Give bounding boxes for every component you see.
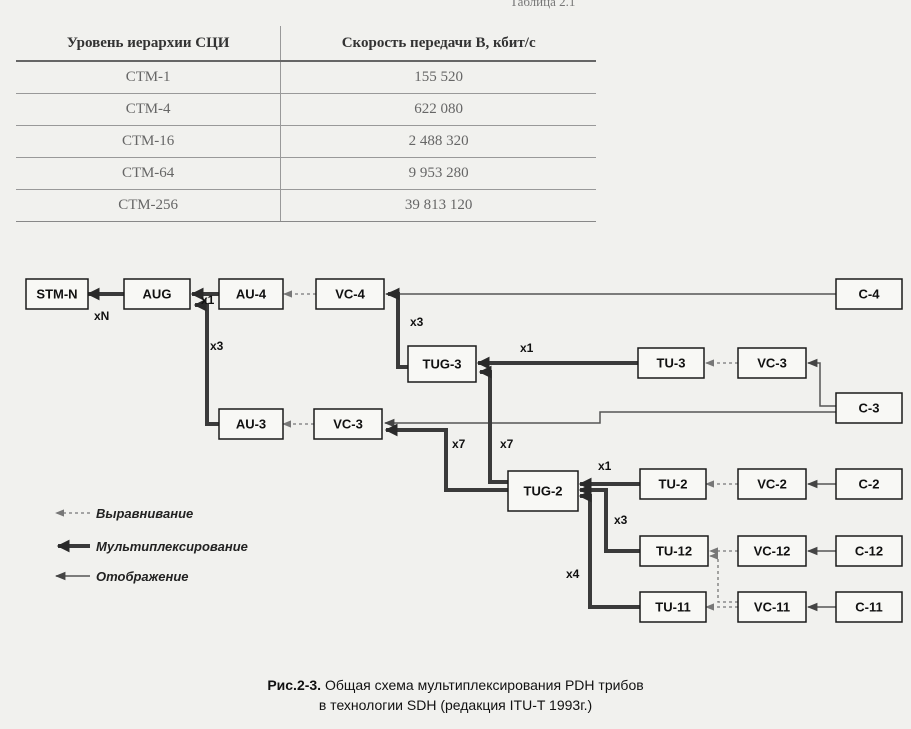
box-c-12: C-12: [835, 535, 903, 567]
box-tu-11: TU-11: [639, 591, 707, 623]
svg-text:VC-3: VC-3: [757, 355, 787, 370]
box-aug: AUG: [123, 278, 191, 310]
legend-alignment-label: Выравнивание: [96, 506, 193, 521]
svg-text:TUG-3: TUG-3: [423, 356, 462, 371]
box-stm-n: STM-N: [25, 278, 89, 310]
svg-text:VC-3: VC-3: [333, 416, 363, 431]
box-tu-12: TU-12: [639, 535, 709, 567]
table-cell-rate: 155 520: [280, 61, 596, 94]
table-cell-level: СТМ-256: [16, 189, 282, 222]
multiplier-x3-aug: x3: [210, 339, 224, 353]
svg-text:C-12: C-12: [855, 543, 883, 558]
map-arrow-c3-vc3: [806, 358, 836, 407]
table-row: СТМ-1 155 520: [16, 61, 596, 94]
svg-text:C-4: C-4: [859, 286, 881, 301]
multiplier-x3-vc4: x3: [410, 315, 424, 329]
box-au-4: AU-4: [218, 278, 284, 310]
table-cell-level: СТМ-1: [16, 61, 282, 94]
box-tu-2: TU-2: [639, 468, 707, 500]
table-cell-rate: 9 953 280: [280, 157, 596, 190]
box-vc-11: VC-11: [737, 591, 807, 623]
align-arrow-vc11-tu12: [709, 552, 738, 603]
box-tug-2: TUG-2: [507, 470, 579, 512]
table-row: СТМ-64 9 953 280: [16, 157, 596, 190]
svg-text:TU-3: TU-3: [657, 355, 686, 370]
svg-text:AU-4: AU-4: [236, 286, 267, 301]
svg-text:STM-N: STM-N: [36, 286, 77, 301]
mux-arrow-tug3-vc4: [386, 287, 408, 369]
svg-text:VC-12: VC-12: [754, 543, 791, 558]
multiplier-x7-tug3: x7: [500, 437, 514, 451]
table-cell-level: СТМ-64: [16, 157, 282, 190]
multiplier-x1-tug2: x1: [598, 459, 612, 473]
box-c-4: C-4: [835, 278, 903, 310]
table-cell-rate: 622 080: [280, 93, 596, 126]
diagram-boxes: STM-N AUG AU-4 VC-4 C-4 TUG-3 TU-3 VC-3 …: [25, 278, 903, 623]
svg-text:TU-12: TU-12: [656, 543, 692, 558]
box-c-11: C-11: [835, 591, 903, 623]
box-vc-4: VC-4: [315, 278, 385, 310]
table-row: СТМ-4 622 080: [16, 93, 596, 126]
multiplier-x7-vc3: x7: [452, 437, 466, 451]
column-header-level: Уровень иерархии СЦИ: [16, 26, 282, 62]
multiplier-labels: xN x1 x3 x3 x1 x7 x7 x1 x3 x4: [94, 293, 628, 581]
svg-text:VC-4: VC-4: [335, 286, 365, 301]
map-arrow-c3-vc3-lower: [383, 411, 836, 428]
table-cell-rate: 39 813 120: [280, 189, 596, 222]
svg-text:AU-3: AU-3: [236, 416, 266, 431]
box-c-3: C-3: [835, 392, 903, 424]
table-cell-level: СТМ-4: [16, 93, 282, 126]
svg-text:AUG: AUG: [143, 286, 172, 301]
figure-label: Рис.2-3.: [267, 677, 322, 693]
figure-caption-line1: Рис.2-3. Общая схема мультиплексирования…: [0, 677, 911, 693]
legend: Выравнивание Мультиплексирование Отображ…: [54, 506, 248, 584]
multiplier-x1-tug3: x1: [520, 341, 534, 355]
sdh-rate-table: Уровень иерархии СЦИ Скорость передачи В…: [16, 26, 596, 222]
svg-text:C-11: C-11: [855, 599, 882, 614]
table-caption: Таблица 2.1: [510, 0, 576, 9]
column-header-rate: Скорость передачи В, кбит/с: [280, 26, 596, 62]
box-au-3: AU-3: [218, 408, 284, 440]
table-row: СТМ-16 2 488 320: [16, 125, 596, 158]
legend-multiplexing-label: Мультиплексирование: [96, 539, 248, 554]
box-vc-3-lower: VC-3: [313, 408, 383, 440]
figure-title-line1: Общая схема мультиплексирования PDH триб…: [324, 677, 644, 693]
svg-text:TU-2: TU-2: [659, 476, 688, 491]
box-vc-12: VC-12: [737, 535, 807, 567]
mux-arrow-tu11-tug2: [578, 489, 640, 609]
table-cell-rate: 2 488 320: [280, 125, 596, 158]
multiplier-x3-tug2: x3: [614, 513, 628, 527]
svg-text:VC-11: VC-11: [754, 599, 790, 614]
multiplier-x1-aug: x1: [201, 293, 215, 307]
multiplier-xn: xN: [94, 309, 109, 323]
mux-arrow-tug2-vc3: [384, 423, 508, 492]
box-c-2: C-2: [835, 468, 903, 500]
box-tug-3: TUG-3: [407, 345, 477, 383]
mux-arrow-tu12-tug2: [578, 483, 640, 553]
table-cell-level: СТМ-16: [16, 125, 282, 158]
table-row: СТМ-256 39 813 120: [16, 189, 596, 222]
svg-text:C-3: C-3: [859, 400, 880, 415]
mux-arrow-au3-aug: [193, 298, 219, 426]
connections: [86, 287, 836, 612]
box-vc-2: VC-2: [737, 468, 807, 500]
svg-text:TU-11: TU-11: [655, 599, 690, 614]
multiplier-x4-tug2: x4: [566, 567, 580, 581]
table-header-row: Уровень иерархии СЦИ Скорость передачи В…: [16, 26, 596, 62]
mux-arrow-tug2-tug3: [478, 365, 508, 484]
legend-mapping-label: Отображение: [96, 569, 189, 584]
svg-text:C-2: C-2: [859, 476, 880, 491]
svg-text:TUG-2: TUG-2: [524, 483, 563, 498]
svg-text:VC-2: VC-2: [757, 476, 787, 491]
figure-caption-line2: в технологии SDH (редакция ITU-T 1993г.): [318, 697, 593, 713]
box-tu-3: TU-3: [637, 347, 705, 379]
box-vc-3-upper: VC-3: [737, 347, 807, 379]
